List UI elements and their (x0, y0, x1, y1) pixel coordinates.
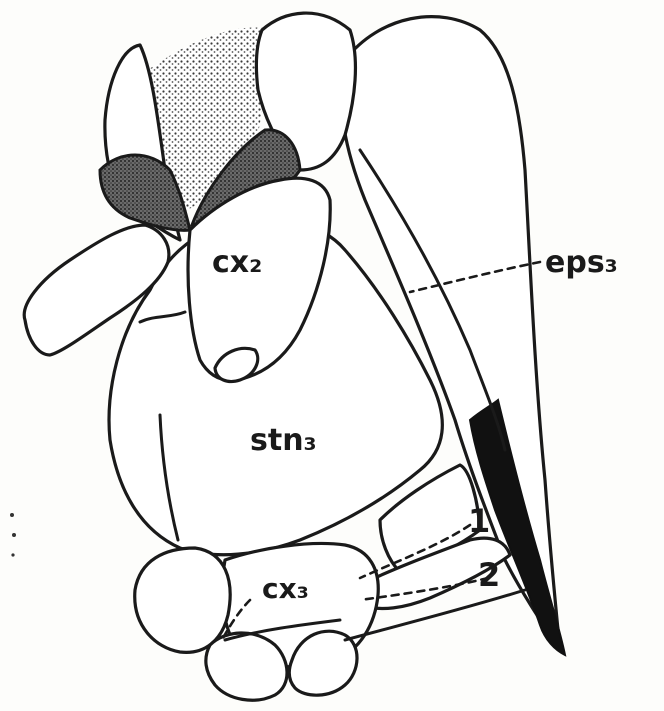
label-1: 1 (468, 502, 490, 540)
label-cx2: cx₂ (212, 245, 262, 280)
speck (12, 533, 16, 537)
label-2: 2 (478, 556, 500, 594)
speck (11, 553, 14, 556)
label-stn: stn₃ (250, 423, 317, 458)
left-lower-lobe (135, 548, 230, 652)
label-cx3: cx₃ (262, 572, 309, 605)
speck (10, 513, 14, 517)
label-eps: eps₃ (545, 245, 618, 280)
bottom-lobe-left (206, 633, 287, 700)
